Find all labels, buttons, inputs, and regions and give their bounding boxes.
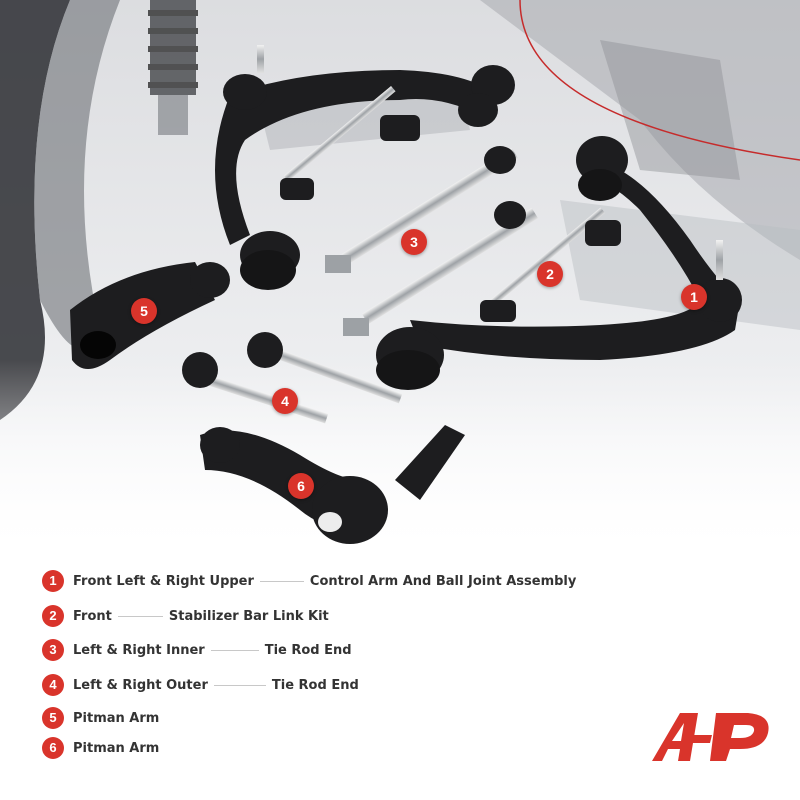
legend-item-1: 1 Front Left & Right Upper Control Arm A… <box>42 570 576 592</box>
legend-item-4: 4 Left & Right Outer Tie Rod End <box>42 674 359 696</box>
legend-description: Tie Rod End <box>264 642 352 658</box>
legend-number: 3 <box>42 639 64 661</box>
legend-part-name: Left & Right Inner <box>73 642 205 658</box>
part-marker-6: 6 <box>288 473 314 499</box>
legend-number: 5 <box>42 707 64 729</box>
upper-control-arm-right <box>376 136 742 390</box>
legend-item-2: 2 Front Stabilizer Bar Link Kit <box>42 605 329 627</box>
a-premium-logo-icon <box>652 713 769 761</box>
part-marker-5: 5 <box>131 298 157 324</box>
legend-number: 4 <box>42 674 64 696</box>
legend-number: 2 <box>42 605 64 627</box>
product-photo <box>0 0 800 560</box>
inner-tie-rods <box>325 146 538 336</box>
legend-item-6: 6 Pitman Arm <box>42 737 159 759</box>
legend-part-name: Pitman Arm <box>73 710 160 726</box>
legend-part-name: Pitman Arm <box>73 740 160 756</box>
legend-divider <box>117 615 163 617</box>
legend-description: Control Arm And Ball Joint Assembly <box>309 573 577 589</box>
legend-part-name: Left & Right Outer <box>73 677 208 693</box>
pitman-arm-6 <box>200 425 465 544</box>
part-marker-1: 1 <box>681 284 707 310</box>
legend-part-name: Front <box>73 608 112 624</box>
upper-control-arm-left <box>215 45 515 290</box>
part-marker-4: 4 <box>272 388 298 414</box>
legend-part-name: Front Left & Right Upper <box>73 573 254 589</box>
part-marker-3: 3 <box>401 229 427 255</box>
legend-description: Tie Rod End <box>271 677 359 693</box>
stabilizer-links <box>280 85 621 322</box>
legend-number: 6 <box>42 737 64 759</box>
legend-divider <box>210 649 259 651</box>
legend-number: 1 <box>42 570 64 592</box>
legend-item-5: 5 Pitman Arm <box>42 707 159 729</box>
legend-divider <box>259 580 304 582</box>
legend-description: Stabilizer Bar Link Kit <box>168 608 329 624</box>
part-marker-2: 2 <box>537 261 563 287</box>
legend-item-3: 3 Left & Right Inner Tie Rod End <box>42 639 352 661</box>
legend-divider <box>213 684 266 686</box>
